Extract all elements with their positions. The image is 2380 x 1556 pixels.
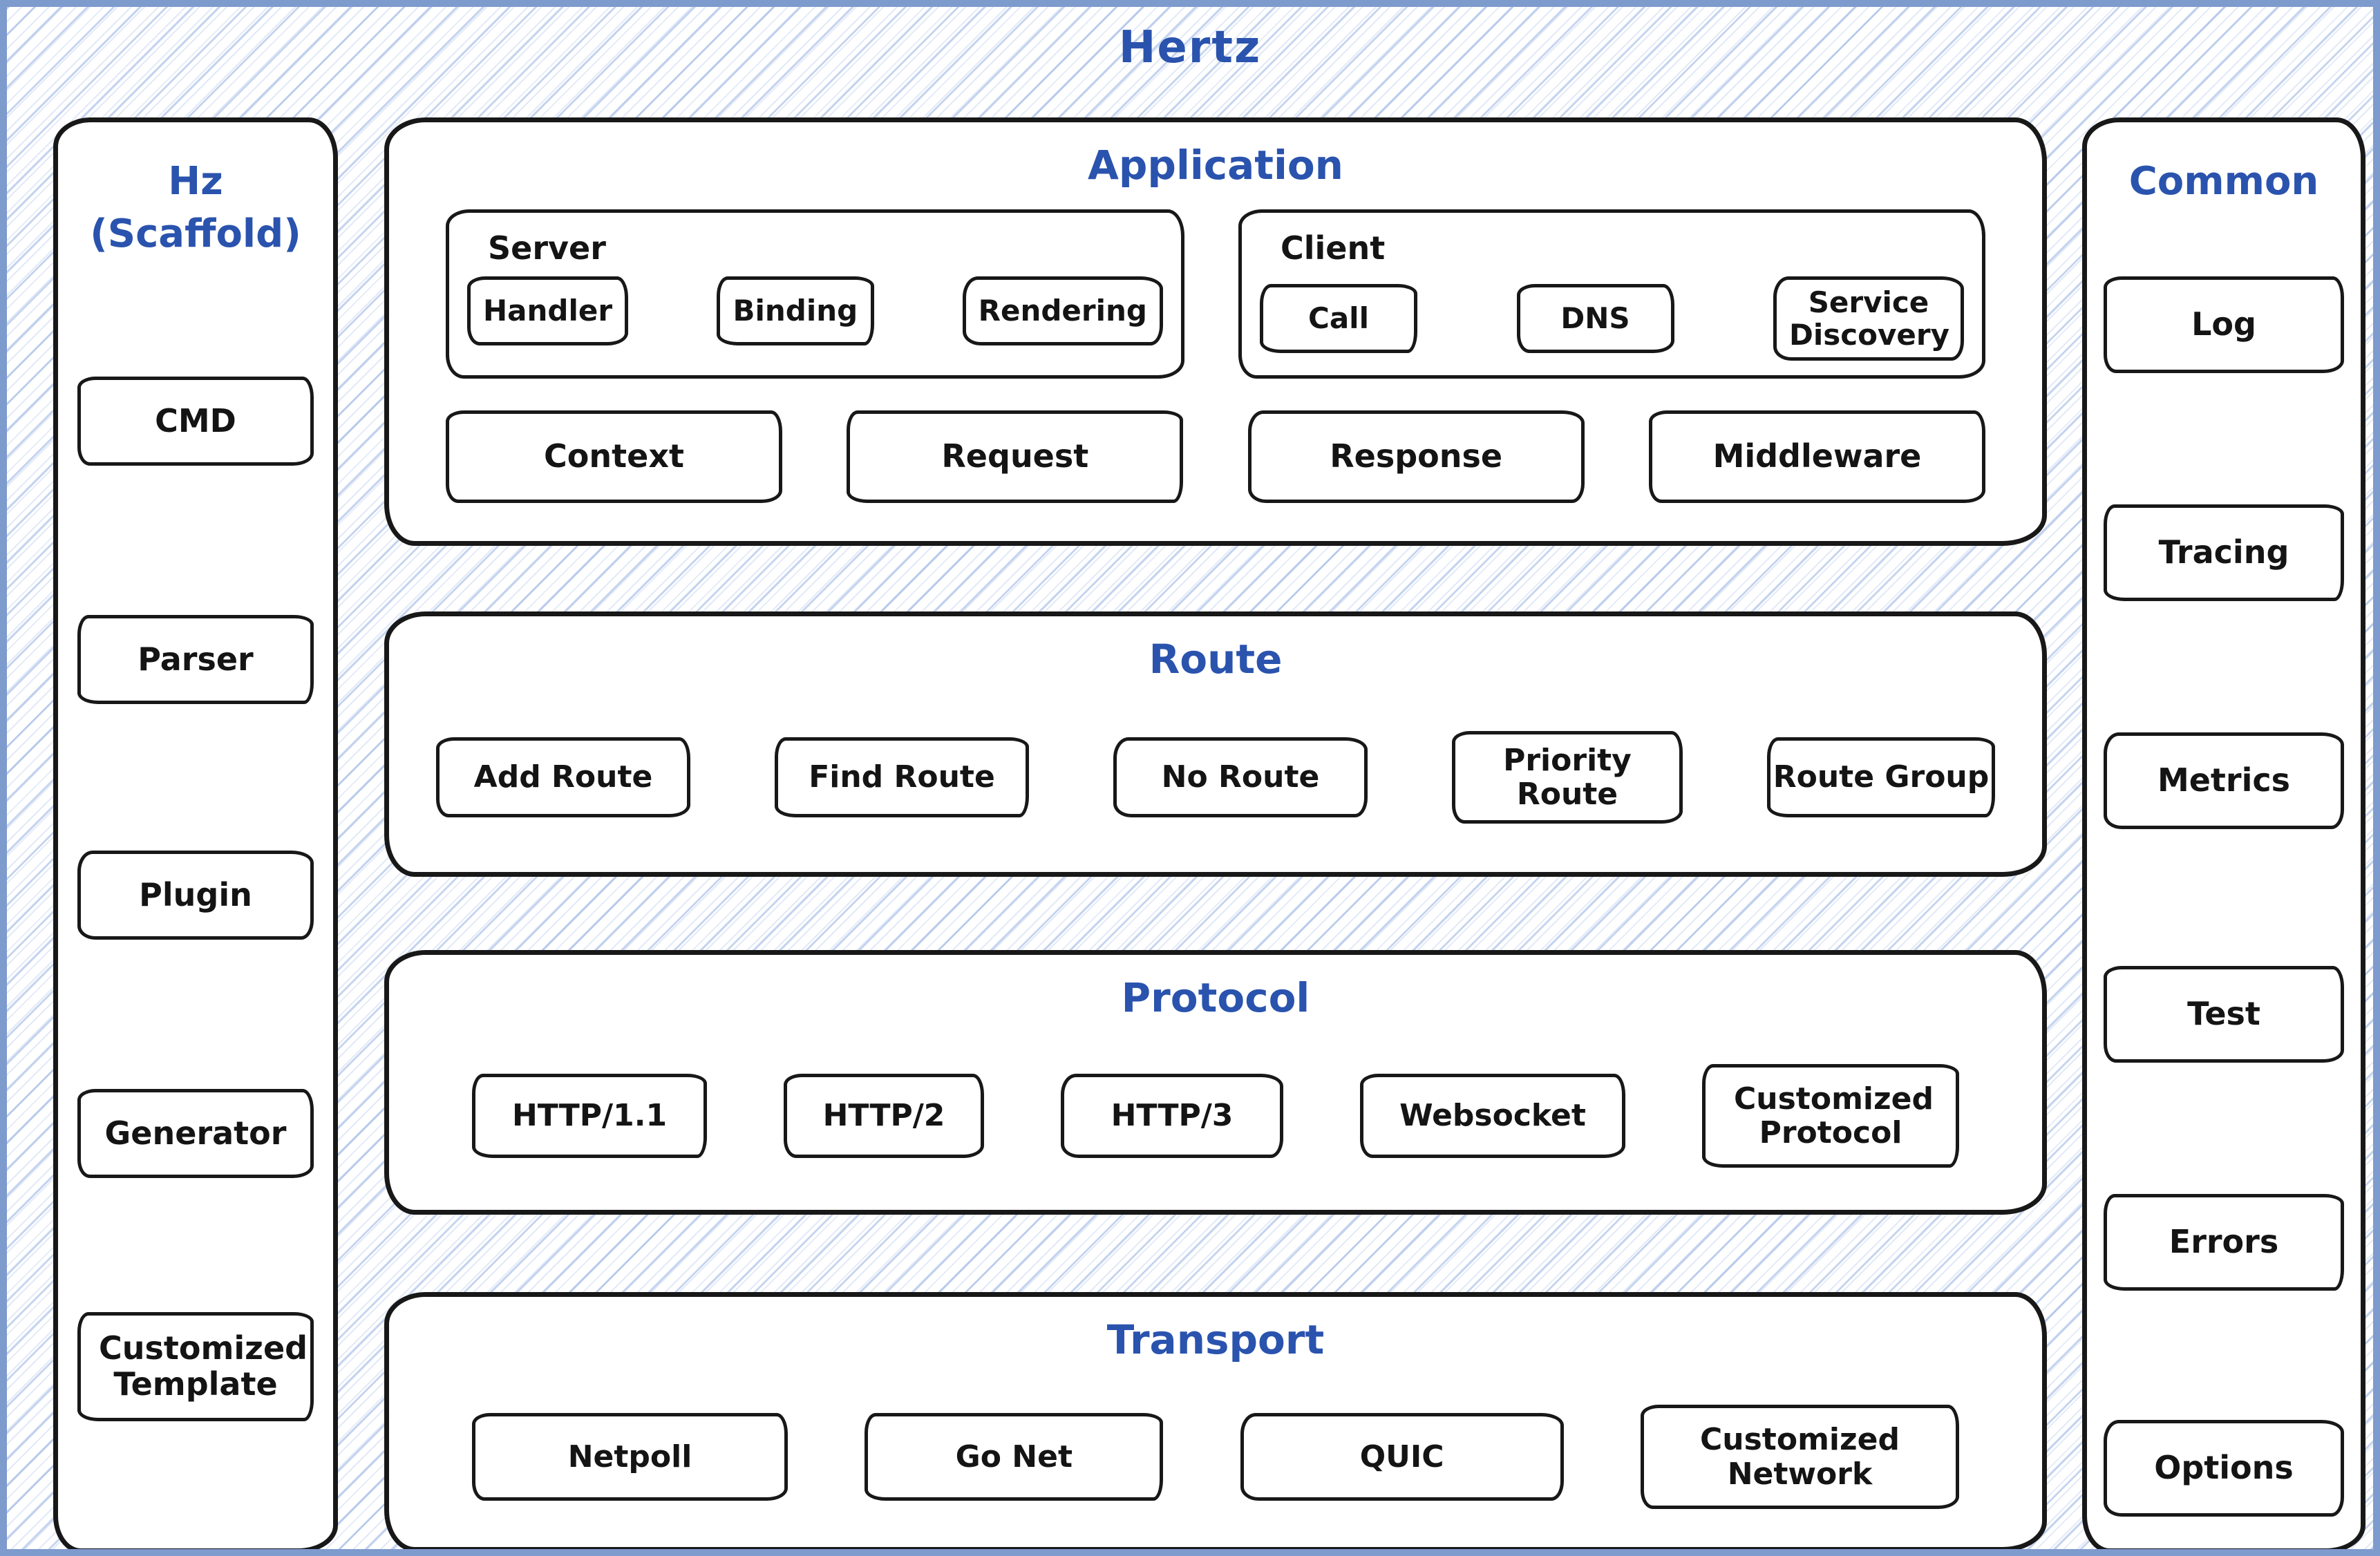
section-transport: Transport Netpoll Go Net QUIC Customized… (384, 1292, 2047, 1549)
left-sidebar-panel: Hz (Scaffold) CMD Parser Plugin Generato… (53, 117, 338, 1549)
node-find-route: Find Route (775, 737, 1029, 817)
node-generator: Generator (77, 1089, 314, 1178)
node-cmd: CMD (77, 377, 314, 466)
section-title-application: Application (1088, 142, 1343, 189)
node-metrics: Metrics (2104, 732, 2344, 829)
section-protocol: Protocol HTTP/1.1 HTTP/2 HTTP/3 Websocke… (384, 950, 2047, 1215)
server-items-row: Handler Binding Rendering (449, 276, 1181, 345)
node-websocket: Websocket (1360, 1074, 1625, 1158)
node-binding: Binding (716, 276, 874, 345)
node-customized-network: Customized Network (1640, 1405, 1959, 1509)
node-customized-network-label: Customized Network (1700, 1422, 1900, 1492)
node-route-group: Route Group (1767, 737, 1995, 817)
node-service-discovery: Service Discovery (1773, 276, 1964, 361)
application-shared-row: Context Request Response Middleware (389, 410, 2042, 503)
node-response: Response (1247, 410, 1585, 503)
node-http3: HTTP/3 (1061, 1074, 1283, 1158)
left-sidebar-title: Hz (Scaffold) (58, 122, 333, 260)
client-items-row: Call DNS Service Discovery (1242, 276, 1982, 361)
node-priority-route-label: Priority Route (1503, 742, 1632, 812)
node-service-discovery-label: Service Discovery (1789, 285, 1949, 352)
section-title-transport: Transport (1106, 1316, 1325, 1363)
route-items-row: Add Route Find Route No Route Priority R… (389, 731, 2042, 824)
node-customized-protocol: Customized Protocol (1702, 1064, 1959, 1168)
right-sidebar-panel: Common Log Tracing Metrics Test Errors O… (2082, 117, 2365, 1549)
node-handler: Handler (467, 276, 629, 345)
node-add-route: Add Route (436, 737, 690, 817)
node-rendering: Rendering (962, 276, 1163, 345)
node-no-route: No Route (1113, 737, 1368, 817)
protocol-items-row: HTTP/1.1 HTTP/2 HTTP/3 Websocket Customi… (389, 1064, 2042, 1168)
node-parser: Parser (77, 615, 314, 704)
left-sidebar-title-line1: Hz (168, 159, 223, 204)
section-title-route: Route (1149, 636, 1283, 683)
node-tracing: Tracing (2104, 504, 2344, 601)
node-http11: HTTP/1.1 (472, 1074, 707, 1158)
node-priority-route: Priority Route (1452, 731, 1683, 824)
node-http2: HTTP/2 (784, 1074, 984, 1158)
node-netpoll: Netpoll (472, 1413, 788, 1501)
section-route: Route Add Route Find Route No Route Prio… (384, 611, 2047, 877)
node-customized-template: Customized Template (77, 1312, 314, 1421)
node-context: Context (446, 410, 782, 503)
node-errors: Errors (2104, 1194, 2344, 1291)
node-quic: QUIC (1240, 1413, 1564, 1501)
server-label: Server (488, 229, 606, 267)
node-log: Log (2104, 276, 2344, 373)
panel-server: Server Handler Binding Rendering (446, 209, 1184, 379)
node-request: Request (847, 410, 1184, 503)
node-options: Options (2104, 1420, 2344, 1517)
right-sidebar-title: Common (2128, 159, 2319, 204)
transport-items-row: Netpoll Go Net QUIC Customized Network (389, 1405, 2042, 1509)
main-column: Application Server Handler Binding Rende… (384, 117, 2047, 1549)
panel-client: Client Call DNS Service Discovery (1238, 209, 1985, 379)
section-title-protocol: Protocol (1121, 974, 1310, 1021)
node-plugin: Plugin (77, 851, 314, 940)
node-call: Call (1260, 284, 1417, 353)
node-customized-template-label: Customized Template (99, 1329, 308, 1403)
node-middleware: Middleware (1648, 410, 1985, 503)
section-application: Application Server Handler Binding Rende… (384, 117, 2047, 546)
node-dns: DNS (1516, 284, 1674, 353)
client-label: Client (1281, 229, 1386, 267)
node-go-net: Go Net (865, 1413, 1164, 1501)
page-title: Hertz (1118, 22, 1262, 73)
left-sidebar-title-line2: (Scaffold) (90, 211, 301, 256)
application-subpanel-row: Server Handler Binding Rendering Client … (389, 209, 2042, 379)
node-test: Test (2104, 966, 2344, 1063)
node-customized-protocol-label: Customized Protocol (1734, 1081, 1934, 1150)
